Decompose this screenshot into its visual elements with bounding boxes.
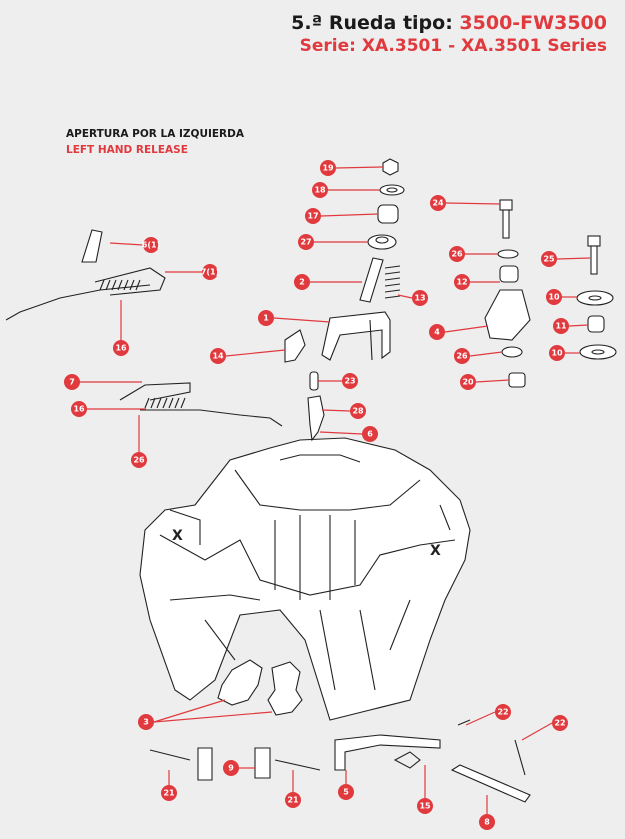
svg-text:2: 2 [299, 278, 305, 287]
right-stack [484, 199, 531, 388]
fifth-wheel-plate: X X [139, 437, 471, 721]
callout-1: 1 [258, 310, 274, 326]
svg-text:25: 25 [543, 255, 555, 264]
svg-text:19: 19 [322, 164, 334, 173]
callout-14: 14 [210, 348, 226, 364]
callout-13: 13 [412, 290, 428, 306]
svg-text:13: 13 [414, 294, 425, 303]
callout-28: 28 [350, 403, 366, 419]
callout-5: 5 [338, 784, 354, 800]
svg-text:22: 22 [497, 708, 508, 717]
title-prefix: 5.ª Rueda tipo: [291, 12, 460, 34]
callout-26a: 26 [449, 246, 465, 262]
callout-4: 4 [429, 324, 445, 340]
svg-text:12: 12 [456, 278, 467, 287]
callout-7: 7 [64, 374, 80, 390]
left-release-rod-top [5, 229, 166, 321]
callout-27: 27 [298, 234, 314, 250]
callout-20: 20 [460, 374, 476, 390]
title-model: 3500-FW3500 [459, 12, 607, 34]
svg-text:27: 27 [300, 238, 311, 247]
callout-10a: 10 [546, 289, 562, 305]
svg-text:9: 9 [228, 764, 234, 773]
jaw-parts [217, 659, 303, 716]
callout-21b: 21 [285, 792, 301, 808]
callout-26c: 26 [131, 452, 147, 468]
lever-14 [284, 329, 306, 363]
svg-text:26: 26 [451, 250, 463, 259]
svg-text:15: 15 [419, 802, 431, 811]
callout-9: 9 [223, 760, 239, 776]
top-stack [367, 158, 405, 250]
left-release-rod-bottom [119, 382, 283, 427]
svg-text:17: 17 [307, 212, 318, 221]
svg-text:7: 7 [69, 378, 75, 387]
callout-8: 8 [479, 814, 495, 830]
svg-text:24: 24 [432, 199, 444, 208]
section-title-en: LEFT HAND RELEASE [66, 144, 188, 156]
svg-text:X: X [172, 528, 183, 544]
callout-11: 11 [553, 318, 569, 334]
callout-6-1: 6(1) [142, 237, 160, 253]
callout-26b: 26 [454, 348, 470, 364]
svg-text:20: 20 [462, 378, 474, 387]
bracket-1 [321, 311, 391, 361]
svg-text:3: 3 [143, 718, 149, 727]
callout-17: 17 [305, 208, 321, 224]
callout-25: 25 [541, 251, 557, 267]
svg-text:8: 8 [484, 818, 490, 827]
svg-text:4: 4 [434, 328, 440, 337]
callout-19: 19 [320, 160, 336, 176]
svg-text:11: 11 [555, 322, 567, 331]
callout-16a: 16 [113, 340, 129, 356]
svg-text:5: 5 [343, 788, 349, 797]
svg-text:1: 1 [263, 314, 269, 323]
svg-text:23: 23 [344, 377, 355, 386]
callout-18: 18 [312, 182, 328, 198]
callout-2: 2 [294, 274, 310, 290]
callout-6: 6 [362, 426, 378, 442]
far-right-stack [576, 235, 617, 360]
callout-10b: 10 [549, 345, 565, 361]
callout-22b: 22 [552, 715, 568, 731]
svg-text:6(1): 6(1) [142, 241, 160, 250]
hook-28 [307, 395, 325, 442]
section-title-es: APERTURA POR LA IZQUIERDA [66, 128, 244, 140]
svg-text:21: 21 [163, 789, 175, 798]
svg-text:26: 26 [133, 456, 145, 465]
svg-text:16: 16 [73, 405, 85, 414]
callout-15: 15 [417, 798, 433, 814]
callout-12: 12 [454, 274, 470, 290]
callout-7-1: 7(1) [201, 264, 219, 280]
svg-text:22: 22 [554, 719, 565, 728]
leader-lines [80, 166, 591, 814]
callout-22a: 22 [495, 704, 511, 720]
svg-text:6: 6 [367, 430, 373, 439]
callout-21a: 21 [161, 785, 177, 801]
pin-and-spring [359, 257, 401, 303]
callout-badges: 19 18 17 27 2 13 1 14 23 28 6 24 26 12 2… [64, 160, 569, 830]
series-title: Serie: XA.3501 - XA.3501 Series [299, 36, 607, 56]
svg-text:X: X [430, 543, 441, 559]
callout-3: 3 [138, 714, 154, 730]
pin-23 [309, 371, 319, 391]
svg-text:18: 18 [314, 186, 326, 195]
callout-24: 24 [430, 195, 446, 211]
svg-text:10: 10 [548, 293, 560, 302]
page-title: 5.ª Rueda tipo: 3500-FW3500 [291, 12, 607, 34]
svg-text:10: 10 [551, 349, 563, 358]
svg-text:28: 28 [352, 407, 364, 416]
svg-text:26: 26 [456, 352, 468, 361]
callout-16b: 16 [71, 401, 87, 417]
callout-23: 23 [342, 373, 358, 389]
svg-text:21: 21 [287, 796, 299, 805]
svg-text:16: 16 [115, 344, 127, 353]
svg-text:14: 14 [212, 352, 224, 361]
bottom-parts [149, 719, 531, 803]
svg-text:7(1): 7(1) [201, 268, 219, 277]
